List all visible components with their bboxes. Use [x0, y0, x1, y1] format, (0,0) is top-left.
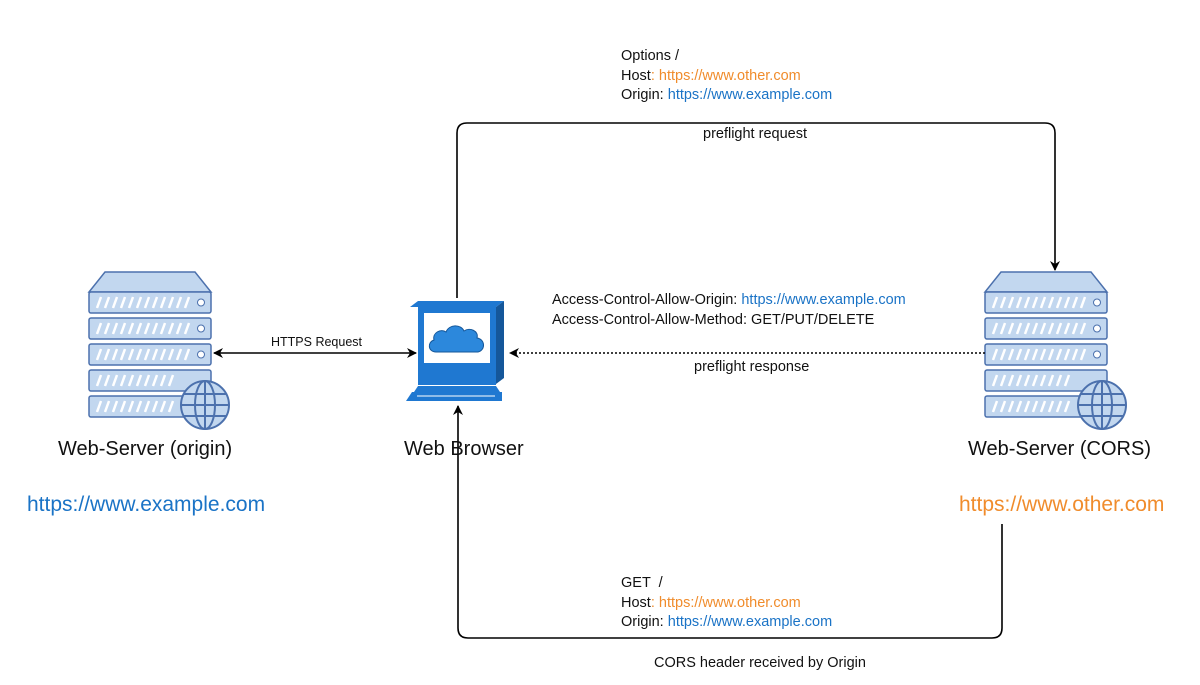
get-origin-line: Origin: https://www.example.com: [621, 614, 833, 630]
get-host-line: Host: https://www.other.com: [621, 594, 801, 611]
computer-icon: [406, 301, 504, 401]
cors-get-headers: GET / Host: https://www.other.com Origin…: [621, 574, 832, 633]
cloud-icon: [428, 325, 484, 353]
https-request-label: HTTPS Request: [271, 335, 363, 349]
preflight-origin-line: Origin: https://www.example.com: [621, 87, 833, 103]
get-line: GET /: [621, 575, 663, 591]
cors-server-label: Web-Server (CORS): [968, 438, 1151, 460]
cors-header-label: CORS header received by Origin: [654, 655, 866, 671]
cors-globe-icon: [1077, 380, 1127, 430]
allow-method-line: Access-Control-Allow-Method: GET/PUT/DEL…: [552, 311, 875, 328]
browser-label: Web Browser: [404, 438, 524, 460]
preflight-response-label: preflight response: [694, 359, 810, 375]
preflight-request-label: preflight request: [703, 126, 807, 142]
allow-origin-line: Access-Control-Allow-Origin: https://www…: [552, 292, 906, 308]
cors-header-arrow: [453, 405, 1003, 639]
preflight-request-headers: Options / Host: https://www.other.com Or…: [621, 47, 832, 106]
origin-globe-icon: [180, 380, 230, 430]
preflight-host-line: Host: https://www.other.com: [621, 67, 801, 84]
preflight-response-headers: Access-Control-Allow-Origin: https://www…: [552, 291, 906, 330]
cors-url: https://www.other.com: [959, 493, 1165, 516]
origin-url: https://www.example.com: [27, 493, 266, 516]
preflight-request-arrow: [456, 122, 1060, 298]
origin-server-label: Web-Server (origin): [58, 438, 233, 460]
preflight-options-line: Options /: [621, 48, 680, 64]
